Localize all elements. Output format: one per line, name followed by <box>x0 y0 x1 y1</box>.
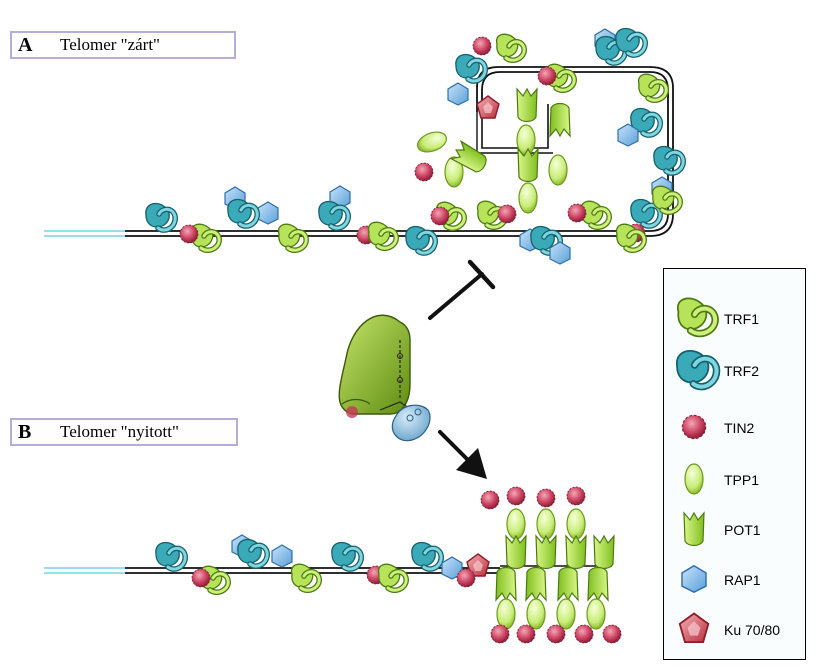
legend-label-ku70-80: Ku 70/80 <box>724 622 781 638</box>
panel-b-label: B Telomer "nyitott" <box>10 418 238 446</box>
inhibition-arrow <box>428 259 496 320</box>
shelterin-proteins-a <box>146 185 660 265</box>
trf1-icon <box>678 298 715 333</box>
legend-label-tin2: TIN2 <box>724 420 755 436</box>
legend-label-rap1: RAP1 <box>724 572 761 588</box>
panel-a-label: A Telomer "zárt" <box>10 31 236 59</box>
pot1-icon <box>683 512 705 547</box>
shelterin-proteins-loop <box>414 29 683 213</box>
rap1-icon <box>681 565 707 593</box>
legend-icons <box>664 269 804 644</box>
panel-a-letter: A <box>18 33 33 56</box>
activation-arrow <box>438 430 487 479</box>
trf2-icon <box>677 351 717 387</box>
panel-a-title: Telomer "zárt" <box>60 35 160 54</box>
legend-label-pot1: POT1 <box>724 522 761 538</box>
legend: TRF1 TRF2 TIN2 TPP1 POT1 RAP1 Ku 70/80 <box>663 268 806 660</box>
closed-telomere-structure <box>44 29 683 265</box>
panel-b-letter: B <box>18 420 32 443</box>
panel-b-title: Telomer "nyitott" <box>60 422 179 441</box>
shelterin-proteins-b <box>156 486 622 644</box>
legend-label-trf1: TRF1 <box>724 311 759 327</box>
legend-label-trf2: TRF2 <box>724 363 759 379</box>
ku70-80-icon <box>678 612 710 644</box>
legend-label-tpp1: TPP1 <box>724 472 760 488</box>
tpp1-icon <box>684 463 704 495</box>
tin2-icon <box>681 414 707 440</box>
open-telomere-structure <box>44 486 622 644</box>
telomerase-complex <box>338 314 431 442</box>
